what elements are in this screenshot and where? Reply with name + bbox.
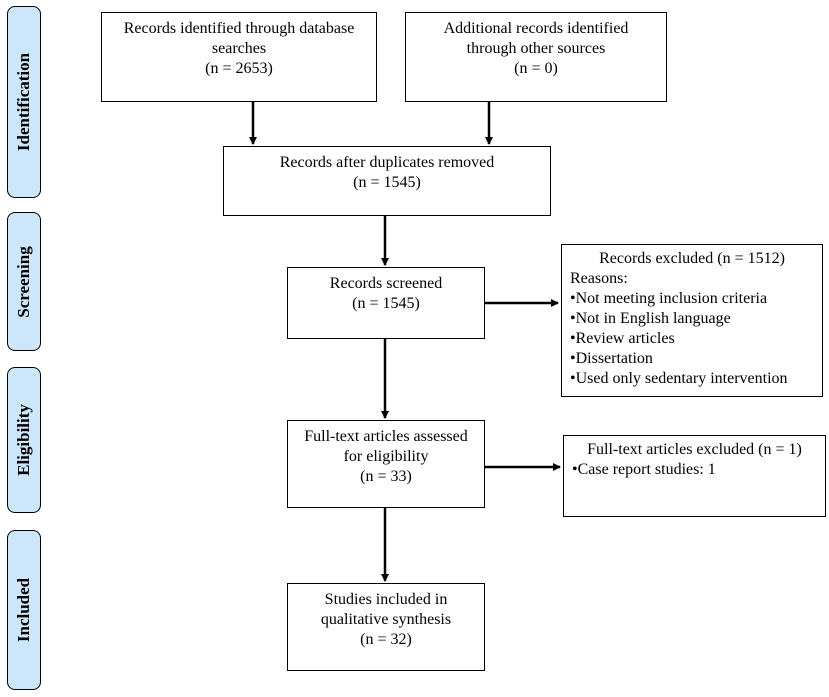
stage-identification-label: Identification [14,52,33,152]
records-screened-count: (n = 1545) [352,295,420,312]
fulltext-excluded-item: •Case report studies: 1 [572,461,716,478]
fulltext-assessed-line-1: Full-text articles assessed [304,428,468,445]
studies-included-count: (n = 32) [360,631,412,648]
database-records-box: Records identified through database sear… [101,12,377,102]
after-duplicates-count: (n = 1545) [353,174,421,191]
fulltext-assessed-box: Full-text articles assessed for eligibil… [287,420,485,508]
records-screened-line-1: Records screened [329,275,443,292]
studies-included-box: Studies included in qualitative synthesi… [287,583,485,671]
stage-included-label: Included [14,577,33,643]
records-screened-box: Records screened (n = 1545) [287,267,485,339]
other-sources-box: Additional records identified through ot… [405,12,667,102]
records-excluded-reasons-label: Reasons: [570,270,628,287]
fulltext-assessed-line-2: for eligibility [343,448,429,465]
stage-screening: Screening [7,212,41,351]
other-sources-count: (n = 0) [514,60,558,77]
database-records-line-1: Records identified through database [123,20,355,37]
stage-included: Included [7,530,41,690]
exclusion-reason: •Not in English language [570,310,731,327]
other-sources-line-2: through other sources [466,40,606,57]
records-excluded-box: Records excluded (n = 1512) Reasons: •No… [561,244,823,397]
fulltext-excluded-box: Full-text articles excluded (n = 1) •Cas… [563,435,826,517]
studies-included-line-1: Studies included in [324,591,448,608]
database-records-line-2: searches [211,40,267,57]
exclusion-reason: •Used only sedentary intervention [570,370,788,387]
studies-included-line-2: qualitative synthesis [320,611,452,628]
after-duplicates-box: Records after duplicates removed (n = 15… [223,146,551,216]
database-records-count: (n = 2653) [205,60,273,77]
other-sources-line-1: Additional records identified [443,20,629,37]
after-duplicates-line-1: Records after duplicates removed [279,154,495,171]
exclusion-reason: •Dissertation [570,350,653,367]
fulltext-assessed-count: (n = 33) [360,468,412,485]
stage-identification: Identification [7,6,41,198]
fulltext-excluded-title: Full-text articles excluded (n = 1) [587,441,802,458]
stage-eligibility-label: Eligibility [14,404,33,476]
stage-eligibility: Eligibility [7,367,41,513]
stage-screening-label: Screening [14,245,33,318]
exclusion-reason: •Review articles [570,330,675,347]
exclusion-reason: •Not meeting inclusion criteria [570,290,768,307]
records-excluded-title: Records excluded (n = 1512) [599,250,785,267]
